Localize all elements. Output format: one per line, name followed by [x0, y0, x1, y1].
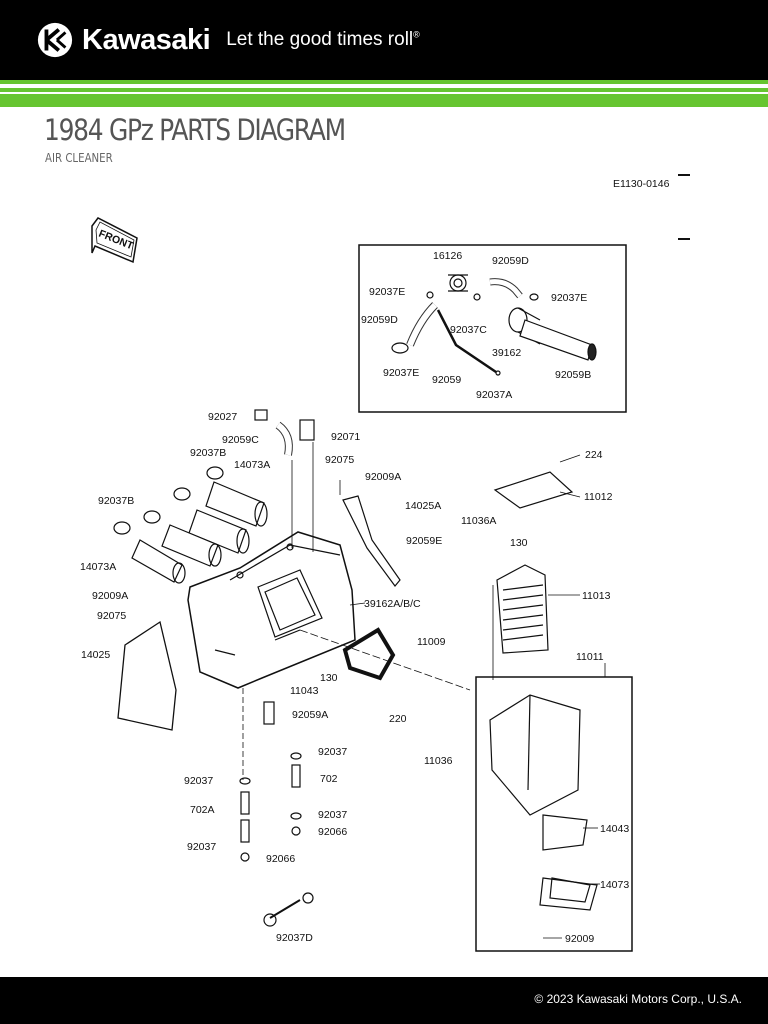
part-label: 14073A: [234, 459, 270, 471]
leader-lines: [242, 442, 606, 939]
part-label: 11009: [417, 636, 446, 648]
part-label: 92037: [187, 841, 216, 853]
copyright-text: © 2023 Kawasaki Motors Corp., U.S.A.: [534, 992, 742, 1006]
brand-tagline: Let the good times roll®: [226, 29, 420, 50]
part-labels: 16126 92059D 92037E 92037E 92059D 92037C…: [80, 250, 629, 945]
part-label: 92037B: [190, 447, 226, 459]
page-subtitle: AIR CLEANER: [45, 151, 113, 165]
part-label: 92066: [318, 826, 347, 838]
brand-name: Kawasaki: [82, 23, 211, 56]
part-label: 92059: [432, 374, 461, 386]
site-footer: © 2023 Kawasaki Motors Corp., U.S.A.: [0, 977, 768, 1024]
plate-11012: [493, 471, 574, 509]
part-label: 92037: [184, 775, 213, 787]
part-label: 92075: [97, 610, 126, 622]
page-title: 1984 GPz PARTS DIAGRAM: [44, 113, 346, 147]
drain-hoses: [239, 701, 314, 927]
part-label: 92037: [318, 746, 347, 758]
part-label: 92009: [565, 933, 594, 945]
site-header: Kawasaki Let the good times roll®: [0, 0, 768, 80]
part-label: 11036A: [461, 515, 496, 527]
part-label: 14073: [600, 879, 629, 891]
gasket: [342, 627, 396, 681]
part-label: 92037E: [383, 367, 419, 379]
side-cover: [117, 620, 177, 731]
part-label: 92059A: [292, 709, 328, 721]
part-label: 92009A: [365, 471, 401, 483]
green-stripes: [0, 80, 768, 108]
part-label: 92037E: [369, 286, 405, 298]
part-label: 11011: [576, 651, 604, 663]
part-label: 92071: [331, 431, 360, 443]
part-label: 92066: [266, 853, 295, 865]
part-label: 11043: [290, 685, 319, 697]
part-label: 224: [585, 449, 603, 461]
part-label: 11012: [584, 491, 613, 503]
right-bracket: [342, 495, 401, 587]
filter-case-inset: [475, 676, 633, 952]
part-label: 702: [320, 773, 338, 785]
front-arrow-icon: FRONT: [91, 217, 138, 264]
part-label: 92037B: [98, 495, 134, 507]
part-label: 14073A: [80, 561, 116, 573]
part-label: 92059B: [555, 369, 591, 381]
part-label: 92059C: [222, 434, 259, 446]
part-label: 92059D: [361, 314, 398, 326]
part-label: 92037E: [551, 292, 587, 304]
part-label: 92027: [208, 411, 237, 423]
part-label: 14025A: [405, 500, 441, 512]
part-label: 92075: [325, 454, 354, 466]
part-label: 16126: [433, 250, 462, 262]
part-label: 220: [389, 713, 407, 725]
part-label: 39162: [492, 347, 521, 359]
part-label: 92037D: [276, 932, 313, 944]
part-label: 39162A/B/C: [364, 598, 421, 610]
part-label: 92037: [318, 809, 347, 821]
part-label: 92009A: [92, 590, 128, 602]
part-label: 11013: [582, 590, 611, 602]
airbox-housing: [187, 531, 356, 689]
part-label: 14043: [600, 823, 629, 835]
part-label: 92037A: [476, 389, 512, 401]
part-label: 92059D: [492, 255, 529, 267]
kawasaki-river-mark-icon: [37, 22, 73, 58]
parts-diagram: E1130-0146 FRONT: [80, 174, 690, 952]
breather-inset: [358, 244, 627, 413]
part-label: 14025: [81, 649, 110, 661]
part-label: 130: [510, 537, 528, 549]
brand-logo[interactable]: Kawasaki Let the good times roll®: [36, 20, 420, 60]
part-label: 130: [320, 672, 338, 684]
element-11013: [496, 564, 549, 654]
part-label: 702A: [190, 804, 215, 816]
diagram-code: E1130-0146: [613, 178, 670, 190]
part-label: 92059E: [406, 535, 442, 547]
part-label: 92037C: [450, 324, 487, 336]
part-label: 11036: [424, 755, 453, 767]
carb-holders: [113, 409, 315, 584]
